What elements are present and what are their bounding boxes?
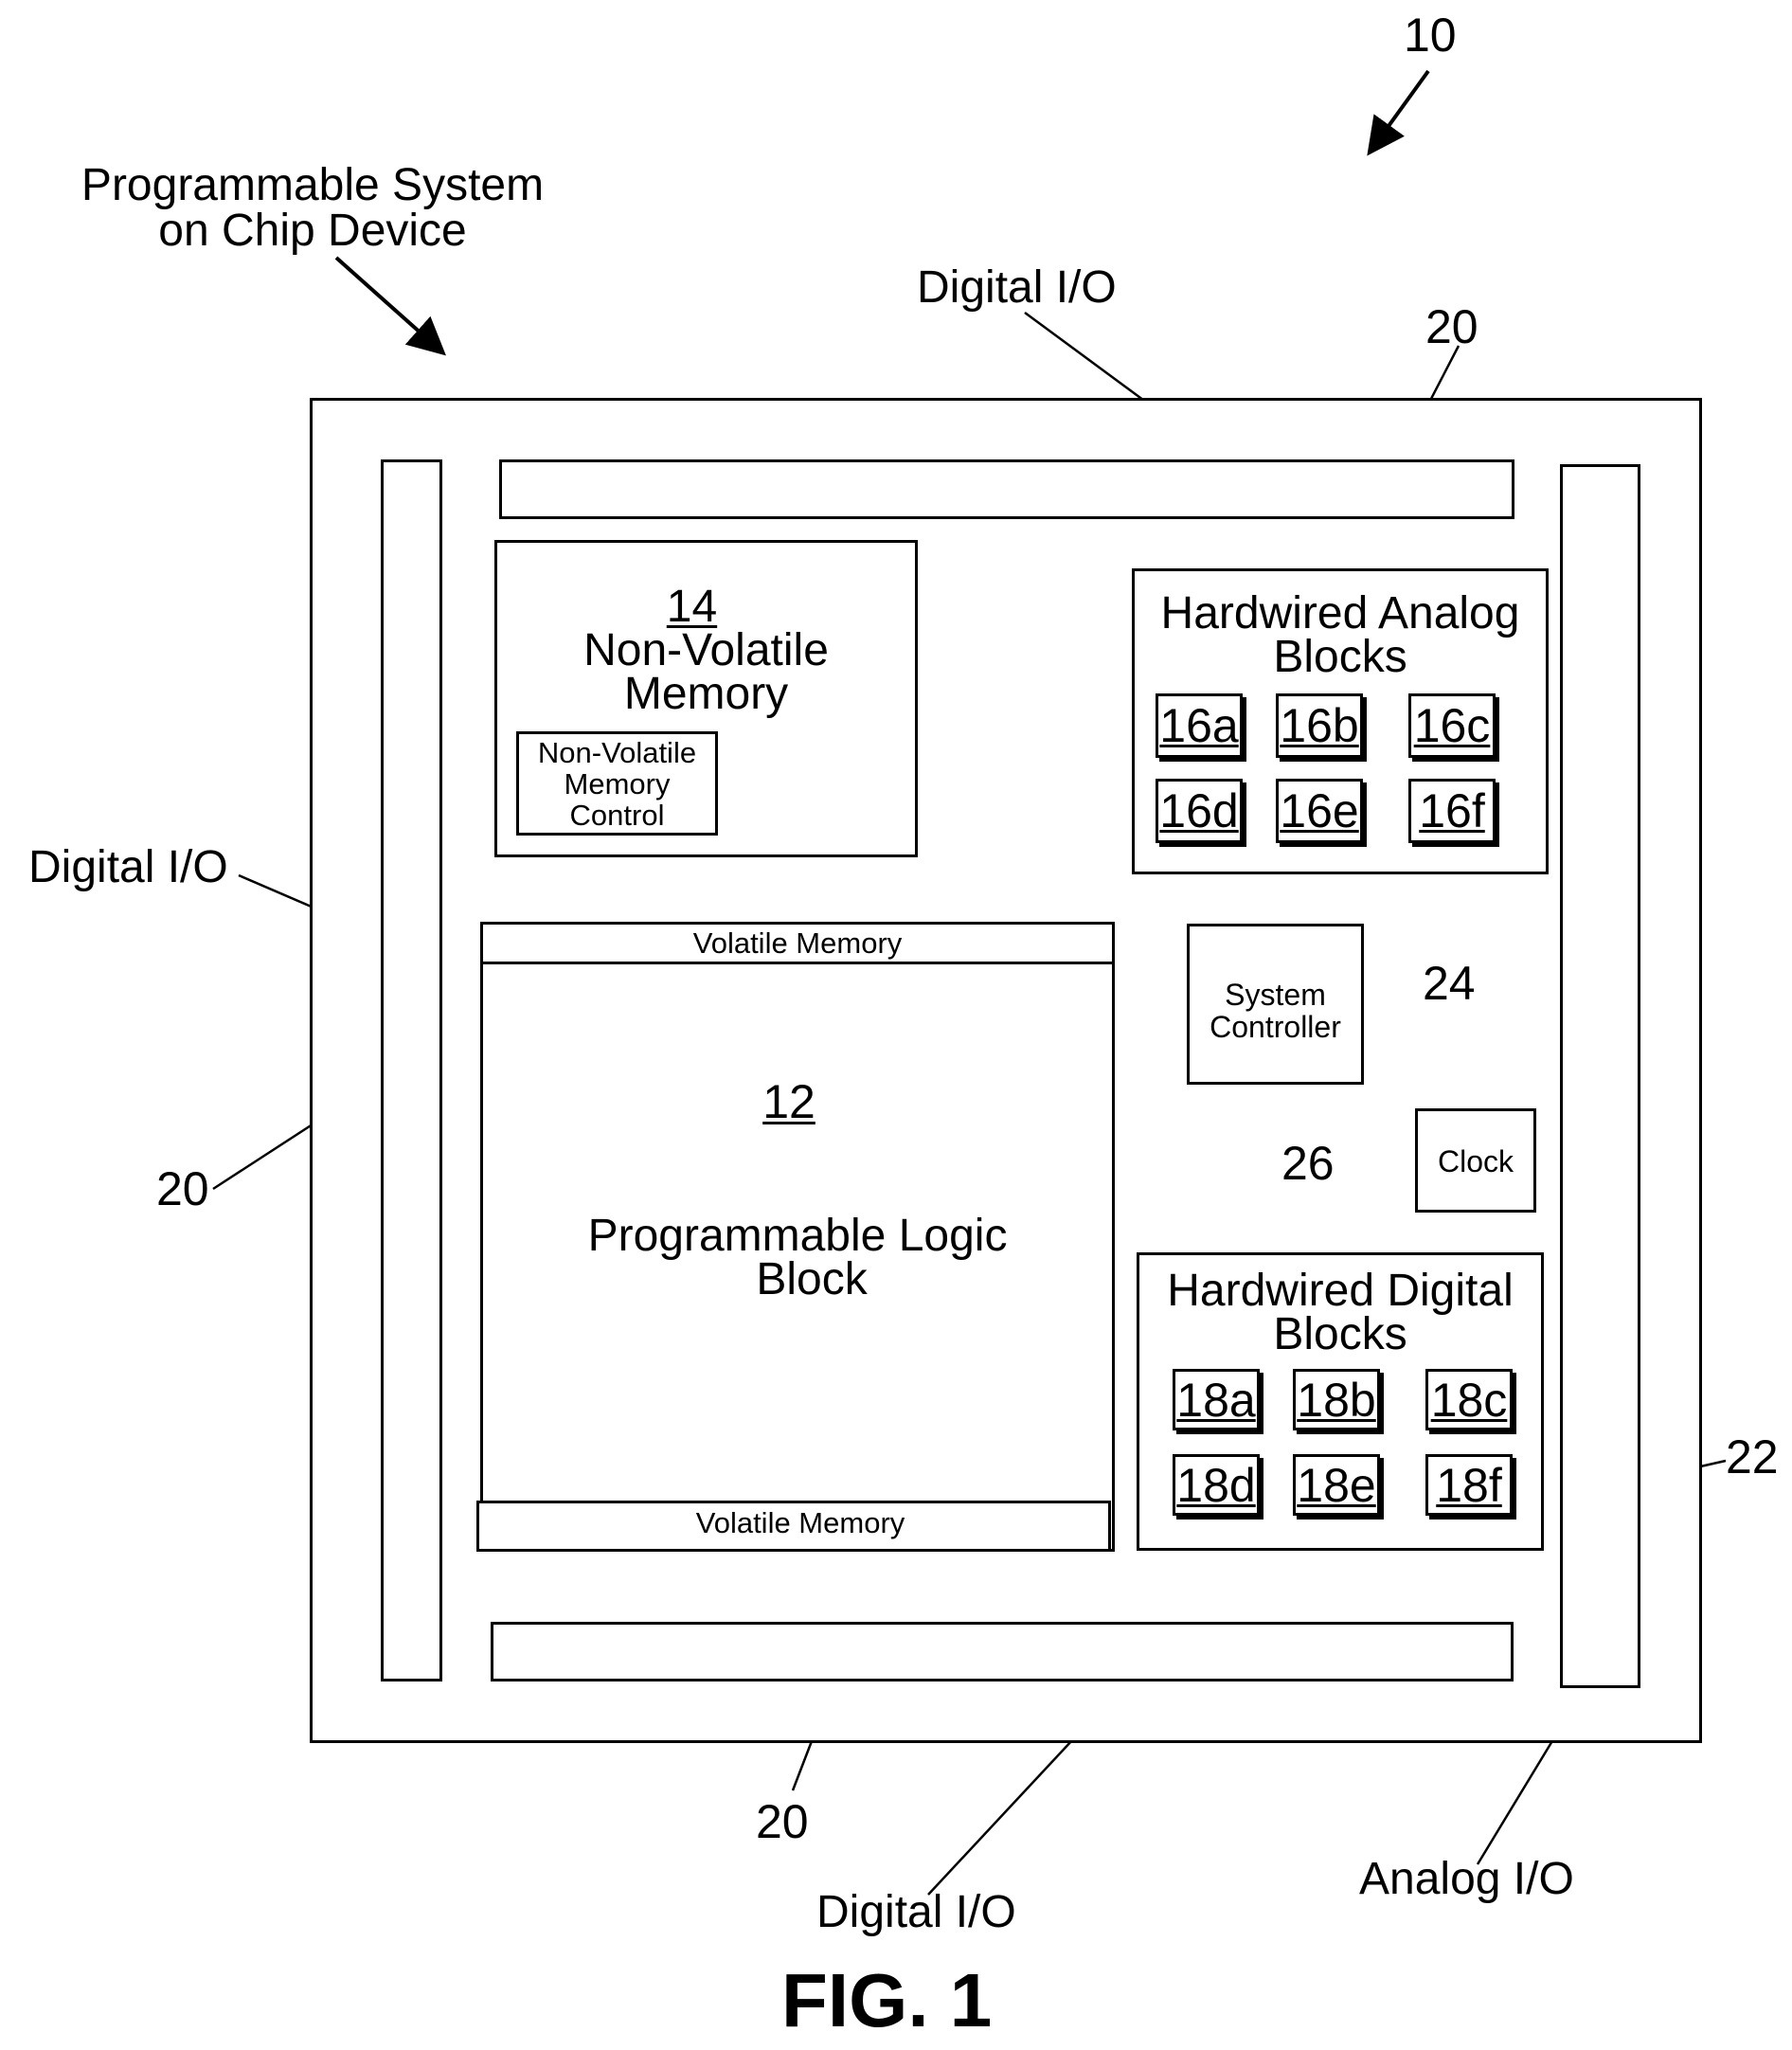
- analog-block-16b-label: 16b: [1280, 698, 1358, 753]
- ref-24-label: 24: [1423, 960, 1476, 1007]
- device-label-line1: Programmable System: [57, 163, 568, 208]
- ref-22-label: 22: [1726, 1433, 1779, 1481]
- digital-block-18e: 18e: [1293, 1454, 1380, 1516]
- clock-label: Clock: [1415, 1146, 1536, 1177]
- plb-ref: 12: [742, 1078, 836, 1125]
- device-label-line2: on Chip Device: [57, 208, 568, 254]
- digital-block-18c-label: 18c: [1431, 1373, 1508, 1428]
- digital-block-18d: 18d: [1173, 1454, 1260, 1516]
- digital-block-18f-label: 18f: [1436, 1458, 1502, 1513]
- volatile-memory-bottom-label: Volatile Memory: [483, 1508, 1118, 1538]
- analog-io-bar: [1560, 464, 1640, 1688]
- plb-title-line2: Block: [509, 1258, 1115, 1302]
- system-controller-line1: System: [1187, 979, 1364, 1011]
- digital-block-18a: 18a: [1173, 1369, 1260, 1430]
- analog-block-16f-label: 16f: [1419, 783, 1485, 838]
- figure-caption: FIG. 1: [781, 1963, 992, 2039]
- digital-block-18b-label: 18b: [1297, 1373, 1375, 1428]
- analog-block-16c-label: 16c: [1414, 698, 1491, 753]
- ref-20-left-label: 20: [156, 1165, 209, 1213]
- analog-block-16c: 16c: [1408, 693, 1496, 758]
- digital-block-18e-label: 18e: [1297, 1458, 1375, 1513]
- system-controller-line2: Controller: [1187, 1011, 1364, 1043]
- digital-block-18d-label: 18d: [1176, 1458, 1255, 1513]
- digital-blocks-title-line1: Hardwired Digital: [1137, 1269, 1544, 1313]
- analog-block-16f: 16f: [1408, 779, 1496, 843]
- digital-blocks-title: Hardwired Digital Blocks: [1137, 1269, 1544, 1357]
- digital-block-18f: 18f: [1425, 1454, 1513, 1516]
- digital-io-bar-bottom: [491, 1622, 1514, 1681]
- digital-io-bar-left: [381, 459, 442, 1681]
- digital-blocks-title-line2: Blocks: [1137, 1313, 1544, 1357]
- analog-io-label: Analog I/O: [1359, 1857, 1574, 1902]
- ref-10-arrow: [1371, 71, 1428, 150]
- nvm-ref: 14: [466, 585, 918, 629]
- digital-io-top-label: Digital I/O: [917, 265, 1117, 311]
- analog-block-16a: 16a: [1156, 693, 1243, 758]
- plb-title-line1: Programmable Logic: [480, 1214, 1115, 1258]
- digital-block-18b: 18b: [1293, 1369, 1380, 1430]
- nvm-control-line2: Memory: [516, 768, 718, 800]
- device-label-arrow: [336, 258, 440, 351]
- digital-io-bottom-label: Digital I/O: [816, 1890, 1016, 1935]
- nvm-title: 14 Non-Volatile Memory: [494, 585, 918, 716]
- nvm-control-label: Non-Volatile Memory Control: [516, 737, 718, 831]
- analog-block-16b: 16b: [1276, 693, 1363, 758]
- nvm-title-line2: Memory: [494, 673, 918, 716]
- ref-10-label: 10: [1404, 11, 1457, 59]
- digital-io-left-label: Digital I/O: [28, 845, 228, 890]
- nvm-control-line1: Non-Volatile: [516, 737, 718, 768]
- analog-blocks-title: Hardwired Analog Blocks: [1132, 592, 1549, 679]
- digital-block-18c: 18c: [1425, 1369, 1513, 1430]
- device-label: Programmable System on Chip Device: [57, 163, 568, 254]
- nvm-control-line3: Control: [516, 800, 718, 831]
- analog-block-16d: 16d: [1156, 779, 1243, 843]
- analog-blocks-title-line1: Hardwired Analog: [1132, 592, 1549, 636]
- analog-block-16e-label: 16e: [1280, 783, 1358, 838]
- plb-title: Programmable Logic Block: [480, 1214, 1115, 1302]
- digital-io-bar-top: [499, 459, 1514, 519]
- analog-block-16a-label: 16a: [1159, 698, 1238, 753]
- ref-20-top-label: 20: [1425, 303, 1478, 351]
- ref-26-label: 26: [1281, 1140, 1335, 1187]
- analog-blocks-title-line2: Blocks: [1132, 636, 1549, 679]
- digital-block-18a-label: 18a: [1176, 1373, 1255, 1428]
- analog-block-16d-label: 16d: [1159, 783, 1238, 838]
- system-controller-label: System Controller: [1187, 979, 1364, 1043]
- ref-20-bottom-label: 20: [756, 1798, 809, 1845]
- nvm-title-line1: Non-Volatile: [494, 629, 918, 673]
- analog-block-16e: 16e: [1276, 779, 1363, 843]
- volatile-memory-top-label: Volatile Memory: [480, 928, 1115, 958]
